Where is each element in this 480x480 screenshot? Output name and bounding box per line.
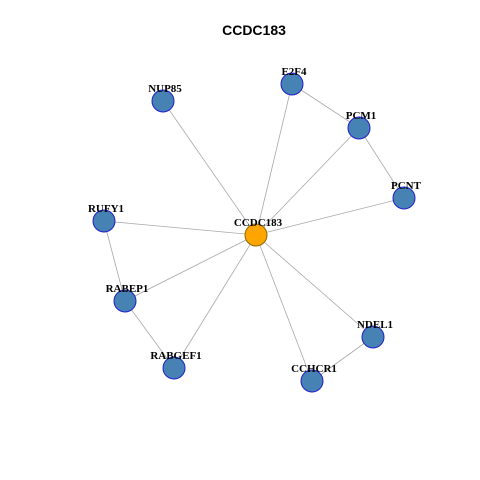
- node-cchcr1: [300, 369, 324, 393]
- edge-ccdc183-ndel1: [255, 234, 374, 338]
- node-label-rabgef1: RABGEF1: [150, 350, 201, 362]
- node-label-rufy1: RUFY1: [88, 203, 124, 215]
- edge-pcm1-pcnt: [358, 127, 405, 199]
- node-label-ndel1: NDEL1: [357, 319, 393, 331]
- node-layer: [92, 72, 416, 393]
- edge-ccdc183-rabep1: [124, 234, 257, 302]
- edge-ccdc183-cchcr1: [255, 234, 313, 382]
- node-label-e2f4: E2F4: [281, 66, 307, 78]
- diagram-title: CCDC183: [222, 22, 286, 38]
- node-nup85: [151, 89, 175, 113]
- edge-rufy1-rabep1: [103, 220, 126, 302]
- edge-ccdc183-pcnt: [255, 197, 405, 236]
- node-label-cchcr1: CCHCR1: [291, 363, 337, 375]
- node-pcm1: [347, 116, 371, 140]
- node-label-nup85: NUP85: [148, 83, 182, 95]
- node-rabep1: [113, 289, 137, 313]
- node-label-rabep1: RABEP1: [106, 283, 149, 295]
- edge-e2f4-pcm1: [291, 83, 360, 129]
- node-ccdc183: [244, 223, 268, 247]
- edge-ccdc183-rabgef1: [173, 234, 257, 369]
- node-e2f4: [280, 72, 304, 96]
- edge-ccdc183-pcm1: [255, 127, 360, 236]
- node-label-pcm1: PCM1: [346, 110, 377, 122]
- edge-ndel1-cchcr1: [311, 336, 374, 382]
- edge-ccdc183-nup85: [162, 100, 257, 236]
- node-ndel1: [361, 325, 385, 349]
- edge-rabep1-rabgef1: [124, 300, 175, 369]
- node-pcnt: [392, 186, 416, 210]
- node-label-ccdc183: CCDC183: [234, 217, 283, 229]
- edge-layer: [103, 83, 405, 382]
- node-rabgef1: [162, 356, 186, 380]
- node-rufy1: [92, 209, 116, 233]
- node-label-pcnt: PCNT: [391, 180, 422, 192]
- edge-ccdc183-rufy1: [103, 220, 257, 236]
- edge-ccdc183-e2f4: [255, 83, 293, 236]
